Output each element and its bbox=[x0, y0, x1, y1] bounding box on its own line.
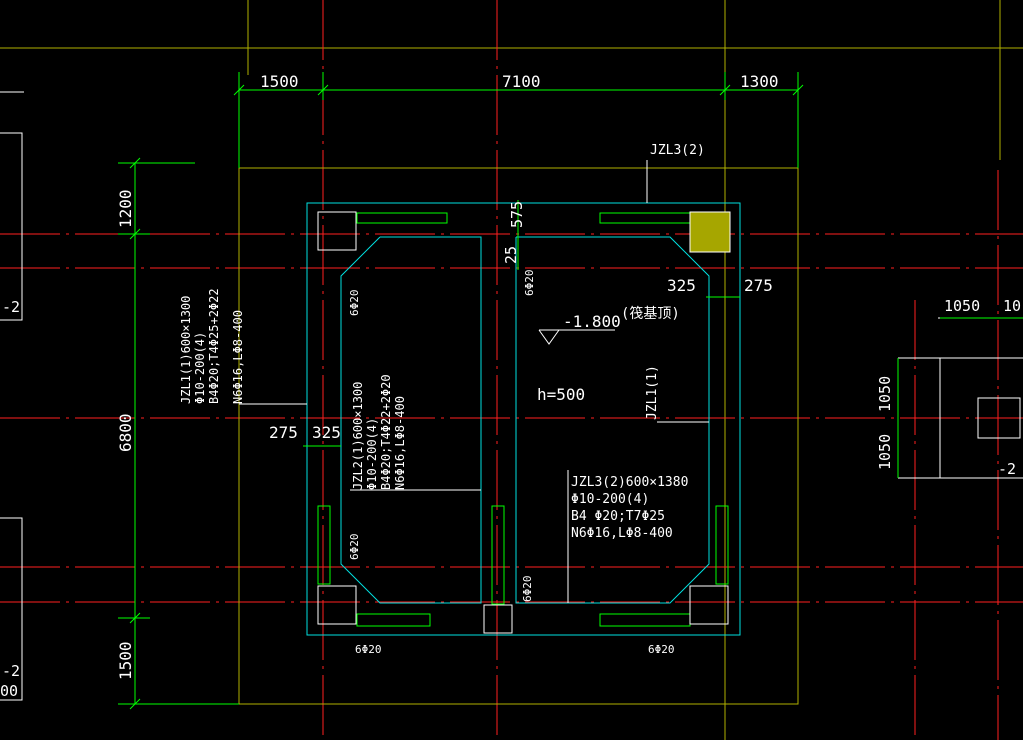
column bbox=[689, 585, 729, 625]
dim-325-right: 325 bbox=[667, 276, 696, 295]
svg-text:JZL1(1)600×1300: JZL1(1)600×1300 bbox=[179, 296, 193, 404]
label-jzl2: JZL2(1)600×1300 Φ10-200(4) B4Φ20;T4Φ22+2… bbox=[351, 374, 407, 490]
svg-text:Φ10-200(4): Φ10-200(4) bbox=[365, 418, 379, 490]
edge-label-right: -2 bbox=[998, 460, 1016, 478]
edge-label-left-b: -2 bbox=[2, 662, 20, 680]
beam-geometry bbox=[306, 202, 741, 636]
svg-text:B4Φ20;T4Φ22+2Φ20: B4Φ20;T4Φ22+2Φ20 bbox=[379, 374, 393, 490]
dim-325-left: 325 bbox=[312, 423, 341, 442]
svg-text:N6Φ16,LΦ8-400: N6Φ16,LΦ8-400 bbox=[231, 310, 245, 404]
svg-text:N6Φ16,LΦ8-400: N6Φ16,LΦ8-400 bbox=[393, 396, 407, 490]
label-jzl1-mid: JZL1(1) bbox=[645, 365, 660, 420]
dim-right-side-1050a: 1050 bbox=[876, 376, 894, 412]
svg-text:Φ10-200(4): Φ10-200(4) bbox=[571, 492, 649, 507]
label-jzl1-left: JZL1(1)600×1300 Φ10-200(4) B4Φ20;T4Φ25+2… bbox=[179, 288, 245, 404]
offset-dims bbox=[303, 200, 740, 447]
left-partial-element bbox=[0, 91, 24, 701]
dim-275-left: 275 bbox=[269, 423, 298, 442]
column bbox=[317, 585, 357, 625]
right-dim-lines bbox=[897, 317, 1023, 478]
svg-text:B4Φ20;T4Φ25+2Φ22: B4Φ20;T4Φ25+2Φ22 bbox=[207, 288, 221, 404]
svg-text:B4 Φ20;T7Φ25: B4 Φ20;T7Φ25 bbox=[571, 509, 665, 524]
left-dimension-chain bbox=[118, 157, 239, 710]
column-highlighted[interactable] bbox=[689, 211, 731, 253]
rebar-labels: 6Φ20 6Φ20 6Φ20 6Φ20 6Φ20 6Φ20 bbox=[348, 270, 675, 657]
edge-label-left-a: -2 bbox=[2, 298, 20, 316]
svg-text:JZL3(2)600×1380: JZL3(2)600×1380 bbox=[571, 475, 688, 490]
dim-left-1200: 1200 bbox=[116, 189, 135, 228]
svg-text:Φ10-200(4): Φ10-200(4) bbox=[193, 332, 207, 404]
edge-label-left-c: 00 bbox=[0, 682, 18, 700]
column-group bbox=[317, 211, 729, 634]
dim-575: 575 bbox=[508, 201, 526, 228]
svg-text:N6Φ16,LΦ8-400: N6Φ16,LΦ8-400 bbox=[571, 526, 673, 541]
dim-275-right: 275 bbox=[744, 276, 773, 295]
svg-text:6Φ20: 6Φ20 bbox=[348, 290, 361, 317]
dim-top-7100: 7100 bbox=[502, 72, 541, 91]
right-partial-element bbox=[898, 317, 1023, 479]
dim-top-1500: 1500 bbox=[260, 72, 299, 91]
column bbox=[317, 211, 357, 251]
column bbox=[483, 604, 513, 634]
level-value: -1.800 bbox=[563, 312, 621, 331]
dim-25: 25 bbox=[502, 246, 520, 264]
level-note: (筏基顶) bbox=[621, 305, 680, 322]
label-jzl3: JZL3(2)600×1380 Φ10-200(4) B4 Φ20;T7Φ25 … bbox=[571, 475, 688, 541]
rebar-group bbox=[317, 212, 729, 627]
svg-text:6Φ20: 6Φ20 bbox=[355, 643, 382, 656]
raft-outline bbox=[238, 167, 799, 705]
svg-text:JZL2(1)600×1300: JZL2(1)600×1300 bbox=[351, 382, 365, 490]
leader-lines bbox=[239, 160, 709, 603]
slab-thickness: h=500 bbox=[537, 385, 585, 404]
svg-text:6Φ20: 6Φ20 bbox=[521, 576, 534, 603]
top-dimension-chain bbox=[233, 72, 804, 168]
dim-right-top-1050: 1050 bbox=[944, 297, 980, 315]
label-jzl3-top: JZL3(2) bbox=[650, 143, 705, 158]
dim-left-6800: 6800 bbox=[116, 413, 135, 452]
dim-left-1500: 1500 bbox=[116, 641, 135, 680]
svg-text:6Φ20: 6Φ20 bbox=[523, 270, 536, 297]
dim-right-top-10: 10 bbox=[1003, 297, 1021, 315]
svg-text:6Φ20: 6Φ20 bbox=[648, 643, 675, 656]
dim-top-1300: 1300 bbox=[740, 72, 779, 91]
dim-right-side-1050b: 1050 bbox=[876, 434, 894, 470]
svg-text:6Φ20: 6Φ20 bbox=[348, 534, 361, 561]
